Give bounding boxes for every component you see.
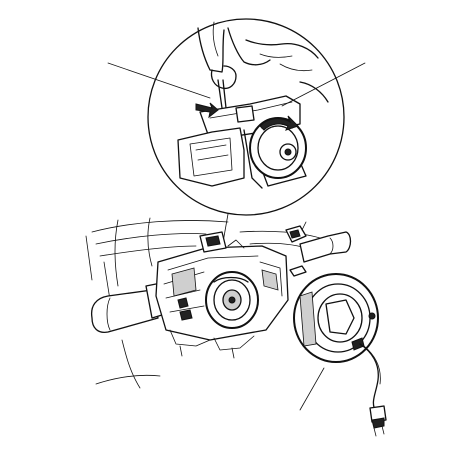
hand-fingers xyxy=(197,21,329,103)
detail-leader-right xyxy=(281,62,366,107)
detail-rotary-ring xyxy=(249,117,307,179)
release-tool xyxy=(217,79,227,109)
push-arrow xyxy=(195,102,219,119)
detail-magnifier xyxy=(147,18,345,216)
detail-leader-left xyxy=(107,62,211,99)
clock-spring-leader xyxy=(299,367,325,411)
combination-switch-assembly xyxy=(90,221,352,389)
right-stalk xyxy=(299,231,352,263)
rotate-arrow xyxy=(259,115,299,131)
clock-spring-removed xyxy=(289,265,387,437)
